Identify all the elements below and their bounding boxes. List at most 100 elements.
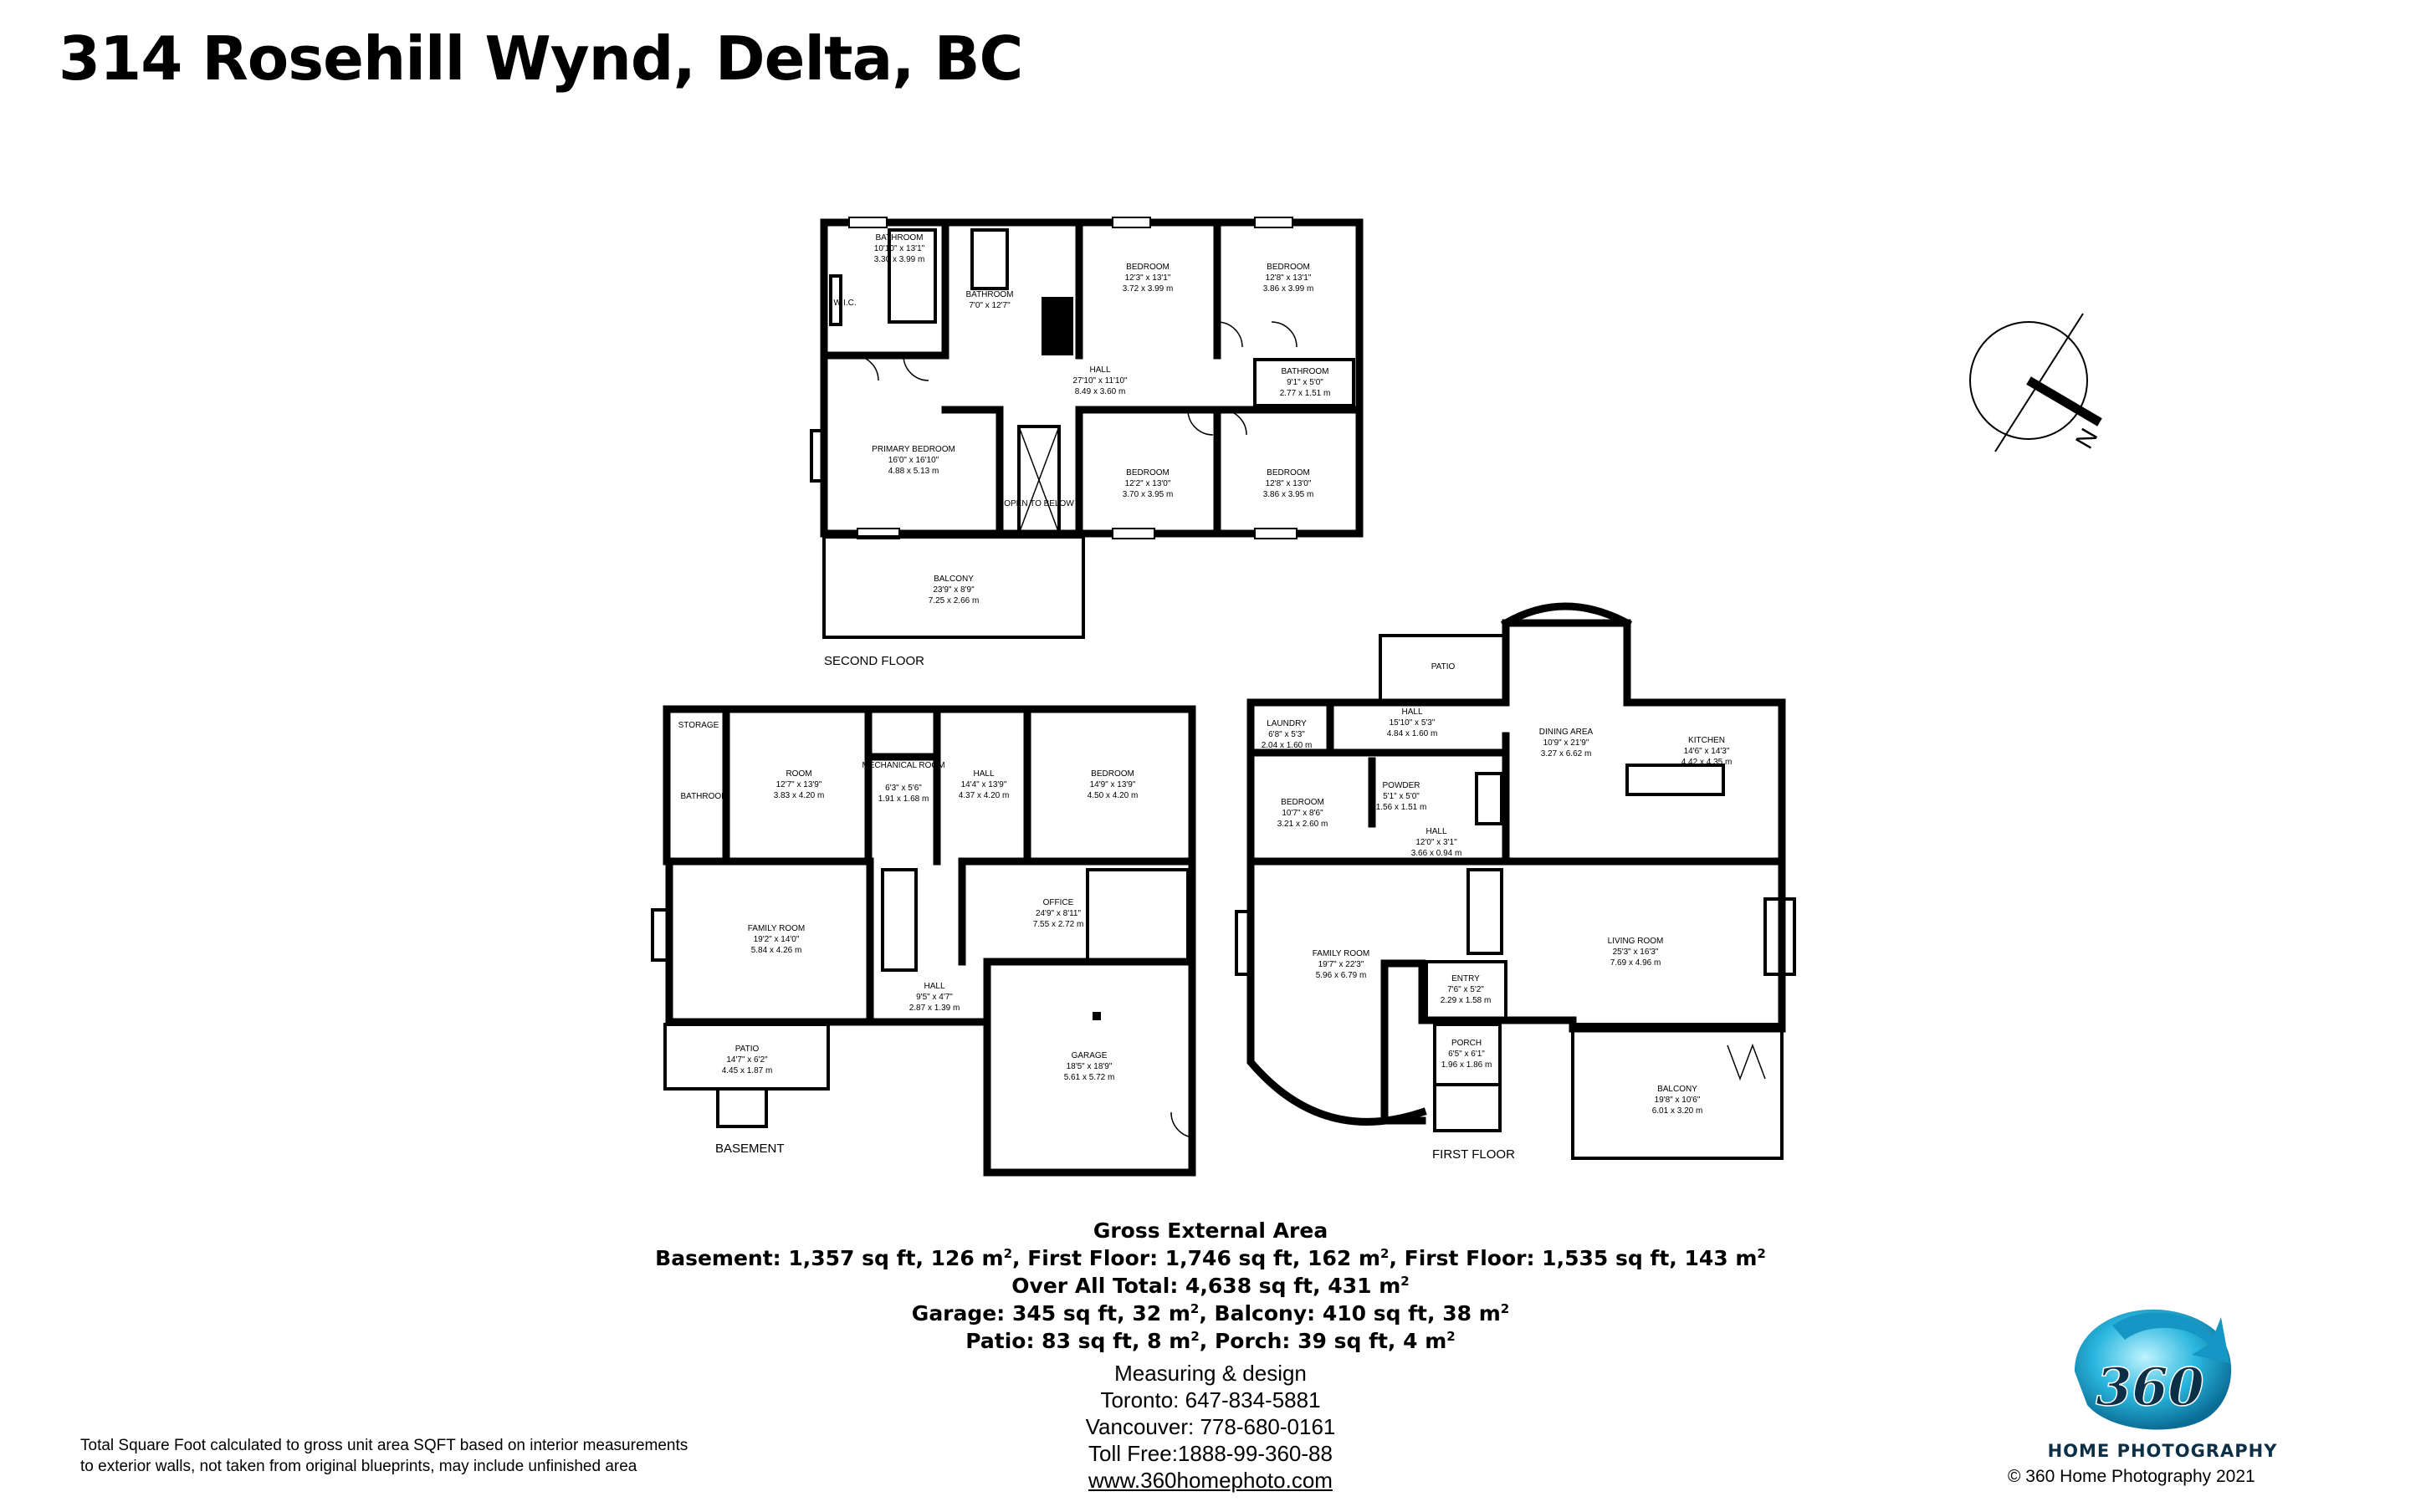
- svg-text:POWDER: POWDER: [1383, 781, 1420, 790]
- svg-text:4.42 x 4.35 m: 4.42 x 4.35 m: [1681, 758, 1733, 767]
- room-label: STORAGE: [678, 721, 719, 730]
- svg-text:LIVING ROOM: LIVING ROOM: [1608, 937, 1664, 946]
- svg-text:6'8" x 5'3": 6'8" x 5'3": [1268, 730, 1305, 739]
- contact-vancouver: Vancouver: 778-680-0161: [1085, 1414, 1336, 1439]
- contact-block: Measuring & design Toronto: 647-834-5881…: [0, 1360, 2421, 1494]
- svg-text:4.45 x 1.87 m: 4.45 x 1.87 m: [722, 1066, 773, 1075]
- room-label: BATHROOM: [680, 792, 728, 801]
- svg-text:BEDROOM: BEDROOM: [1281, 798, 1324, 807]
- svg-text:7.55 x 2.72 m: 7.55 x 2.72 m: [1033, 920, 1084, 929]
- basement-label: BASEMENT: [715, 1142, 785, 1156]
- svg-text:1.91 x 1.68 m: 1.91 x 1.68 m: [878, 794, 929, 804]
- svg-text:HALL: HALL: [973, 769, 994, 779]
- svg-text:BALCONY: BALCONY: [1657, 1085, 1697, 1094]
- second-floor-label: SECOND FLOOR: [824, 654, 924, 668]
- svg-text:10'9" x 21'9": 10'9" x 21'9": [1543, 738, 1589, 748]
- svg-text:3.30 x 3.99 m: 3.30 x 3.99 m: [874, 255, 925, 264]
- svg-text:3.27 x 6.62 m: 3.27 x 6.62 m: [1541, 749, 1592, 759]
- svg-text:2.04 x 1.60 m: 2.04 x 1.60 m: [1262, 741, 1313, 750]
- room-label: OPEN TO BELOW: [1004, 499, 1074, 508]
- svg-text:3.86 x 3.95 m: 3.86 x 3.95 m: [1263, 490, 1314, 499]
- svg-text:4.50 x 4.20 m: 4.50 x 4.20 m: [1088, 791, 1139, 800]
- svg-text:3.21 x 2.60 m: 3.21 x 2.60 m: [1277, 820, 1328, 829]
- svg-text:BATHROOM: BATHROOM: [965, 290, 1013, 299]
- room-label: LIVING ROOM 25'3" x 16'3"7.69 x 4.96 m: [1608, 937, 1664, 968]
- svg-text:W.I.C.: W.I.C.: [833, 299, 856, 308]
- svg-text:3.66 x 0.94 m: 3.66 x 0.94 m: [1411, 849, 1462, 858]
- svg-text:19'8" x 10'6": 19'8" x 10'6": [1655, 1096, 1701, 1105]
- room-label: BATHROOM 7'0" x 12'7": [965, 290, 1013, 310]
- gea-line-2: Over All Total: 4,638 sq ft, 431 m2: [1011, 1274, 1410, 1298]
- second-floor-plan: [810, 217, 1364, 639]
- first-floor-label: FIRST FLOOR: [1432, 1147, 1515, 1162]
- svg-text:BATHROOM: BATHROOM: [875, 233, 923, 243]
- svg-text:HALL: HALL: [924, 982, 944, 991]
- svg-text:24'9" x 8'11": 24'9" x 8'11": [1036, 909, 1082, 918]
- svg-text:6'5" x 6'1": 6'5" x 6'1": [1448, 1050, 1485, 1059]
- svg-text:MECHANICAL ROOM: MECHANICAL ROOM: [862, 761, 944, 770]
- gea-heading: Gross External Area: [1093, 1218, 1328, 1243]
- room-label: PATIO: [1431, 662, 1456, 672]
- company-logo: 360 Home Photography: [2048, 1309, 2276, 1461]
- svg-text:3.72 x 3.99 m: 3.72 x 3.99 m: [1123, 284, 1174, 294]
- svg-text:4.88 x 5.13 m: 4.88 x 5.13 m: [888, 467, 939, 476]
- svg-text:12'7" x 13'9": 12'7" x 13'9": [776, 780, 822, 789]
- svg-text:STORAGE: STORAGE: [678, 721, 719, 730]
- svg-text:12'0" x 3'1": 12'0" x 3'1": [1415, 838, 1457, 847]
- svg-text:ENTRY: ENTRY: [1451, 974, 1480, 983]
- svg-text:HALL: HALL: [1401, 707, 1422, 717]
- gea-line-3: Garage: 345 sq ft, 32 m2, Balcony: 410 s…: [911, 1301, 1510, 1326]
- svg-text:14'7" x 6'2": 14'7" x 6'2": [726, 1055, 768, 1065]
- svg-text:BEDROOM: BEDROOM: [1267, 263, 1310, 272]
- svg-text:7.25 x 2.66 m: 7.25 x 2.66 m: [929, 596, 980, 605]
- svg-text:KITCHEN: KITCHEN: [1688, 736, 1725, 745]
- svg-text:10'10" x 13'1": 10'10" x 13'1": [874, 244, 925, 253]
- svg-text:5.96 x 6.79 m: 5.96 x 6.79 m: [1316, 971, 1367, 980]
- first-floor-plan: [1235, 602, 1796, 1160]
- svg-text:7.69 x 4.96 m: 7.69 x 4.96 m: [1610, 958, 1661, 968]
- svg-text:FAMILY ROOM: FAMILY ROOM: [1313, 949, 1370, 958]
- svg-text:16'0" x 16'10": 16'0" x 16'10": [888, 456, 939, 465]
- disclaimer-note: Total Square Foot calculated to gross un…: [80, 1437, 688, 1475]
- gross-external-area: Gross External Area Basement: 1,357 sq f…: [0, 1217, 2421, 1355]
- page-title: 314 Rosehill Wynd, Delta, BC: [59, 23, 1023, 94]
- svg-text:5'1" x 5'0": 5'1" x 5'0": [1383, 792, 1420, 801]
- svg-text:DINING AREA: DINING AREA: [1539, 728, 1594, 737]
- svg-text:14'6" x 14'3": 14'6" x 14'3": [1684, 747, 1730, 756]
- contact-toronto: Toronto: 647-834-5881: [1100, 1387, 1321, 1412]
- svg-text:12'8" x 13'0": 12'8" x 13'0": [1266, 479, 1312, 488]
- website-link[interactable]: www.360homephoto.com: [1088, 1468, 1333, 1493]
- svg-text:4.37 x 4.20 m: 4.37 x 4.20 m: [959, 791, 1010, 800]
- svg-text:25'3" x 16'3": 25'3" x 16'3": [1613, 948, 1659, 957]
- svg-text:7'0" x 12'7": 7'0" x 12'7": [969, 301, 1011, 310]
- svg-text:ROOM: ROOM: [786, 769, 811, 779]
- svg-text:BATHROOM: BATHROOM: [680, 792, 728, 801]
- basement-plan: [651, 705, 1196, 1177]
- svg-text:PORCH: PORCH: [1451, 1039, 1482, 1048]
- svg-text:BEDROOM: BEDROOM: [1091, 769, 1134, 779]
- contact-heading: Measuring & design: [1114, 1361, 1307, 1386]
- svg-text:BEDROOM: BEDROOM: [1267, 468, 1310, 478]
- svg-text:5.61 x 5.72 m: 5.61 x 5.72 m: [1064, 1073, 1115, 1082]
- svg-text:1.96 x 1.86 m: 1.96 x 1.86 m: [1441, 1060, 1492, 1070]
- svg-text:7'6" x 5'2": 7'6" x 5'2": [1447, 985, 1484, 994]
